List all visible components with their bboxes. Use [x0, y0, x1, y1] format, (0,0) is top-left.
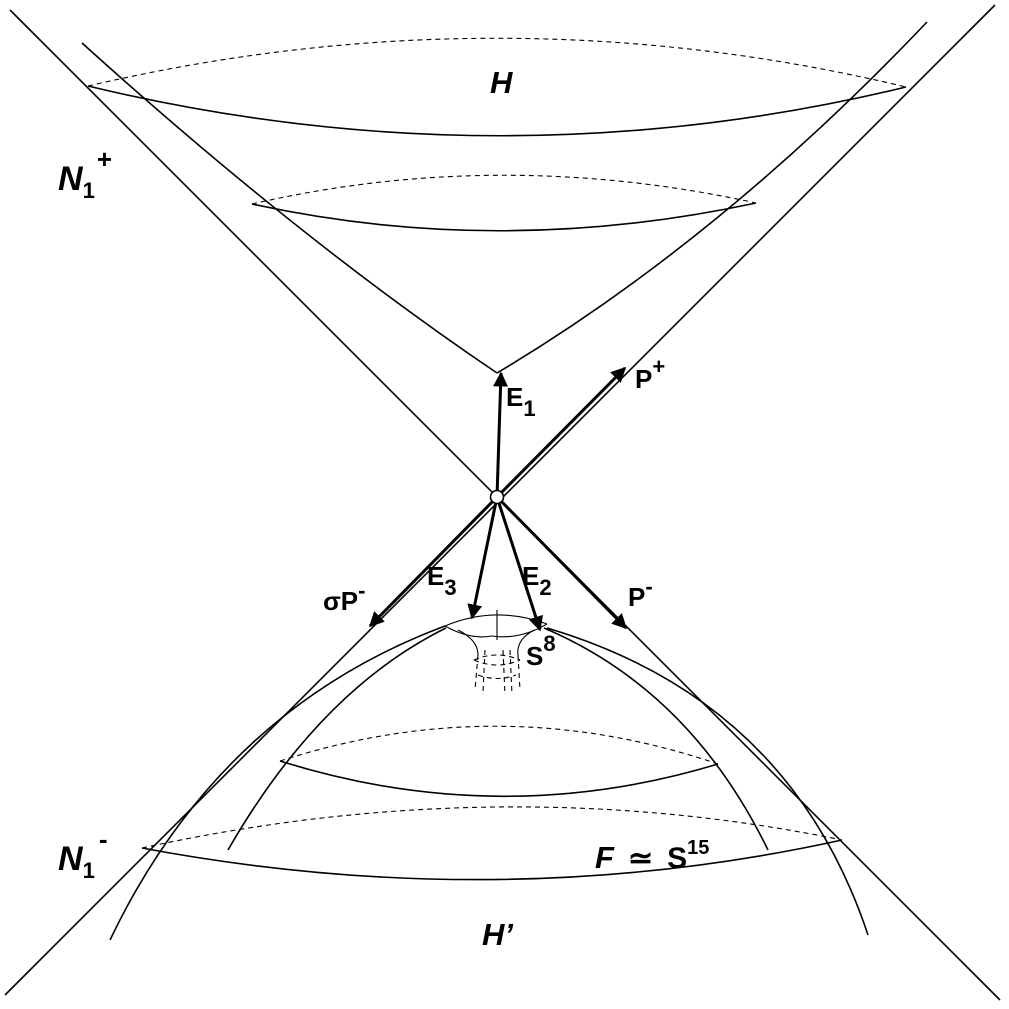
- arrow-e1: [493, 371, 509, 498]
- upper-hyperboloid-rim-front: [87, 85, 907, 137]
- arrow-e2: [495, 496, 543, 632]
- arrow-sigma-p-minus: [368, 495, 499, 628]
- lower-bottom-ring-back: [141, 806, 843, 849]
- label-s8: S8: [526, 631, 556, 671]
- lower-hyperboloid-outer-left: [109, 625, 446, 941]
- upper-hyperboloid-rim-back: [87, 37, 907, 88]
- label-h-prime: H’: [482, 917, 513, 952]
- upper-hyperboloid-right-sheet: [496, 21, 928, 374]
- lower-bottom-ring-front: [141, 839, 843, 881]
- upper-hyperboloid-left-sheet: [81, 42, 498, 374]
- lower-hyperboloid-outer-right: [546, 627, 869, 936]
- lower-hyperboloid-inner-left: [227, 627, 447, 851]
- label-n1-minus: N1-: [58, 824, 107, 883]
- label-f-homeo-s15: F≃S15: [595, 837, 709, 875]
- s8-funnel: [444, 610, 548, 696]
- label-n1-plus: N1+: [58, 144, 112, 203]
- lower-mid-ring-front: [279, 760, 719, 798]
- label-h: H: [490, 65, 513, 100]
- label-p-plus: P+: [635, 354, 665, 394]
- lower-hyperboloid-inner-right: [543, 627, 769, 851]
- label-e1: E1: [506, 382, 536, 421]
- lower-mid-ring-back: [279, 725, 719, 765]
- upper-hyperboloid-mid-ring-front: [251, 202, 757, 232]
- origin-point: [489, 489, 505, 505]
- label-sigma-p-minus: σP-: [323, 578, 365, 616]
- label-e3: E3: [427, 561, 457, 600]
- label-e2: E2: [522, 561, 552, 600]
- arrow-e3: [467, 496, 499, 620]
- arrow-p-plus: [495, 366, 627, 499]
- upper-hyperboloid-mid-ring-back: [251, 174, 757, 205]
- arrow-p-minus: [495, 495, 628, 630]
- label-p-minus: P-: [628, 574, 653, 612]
